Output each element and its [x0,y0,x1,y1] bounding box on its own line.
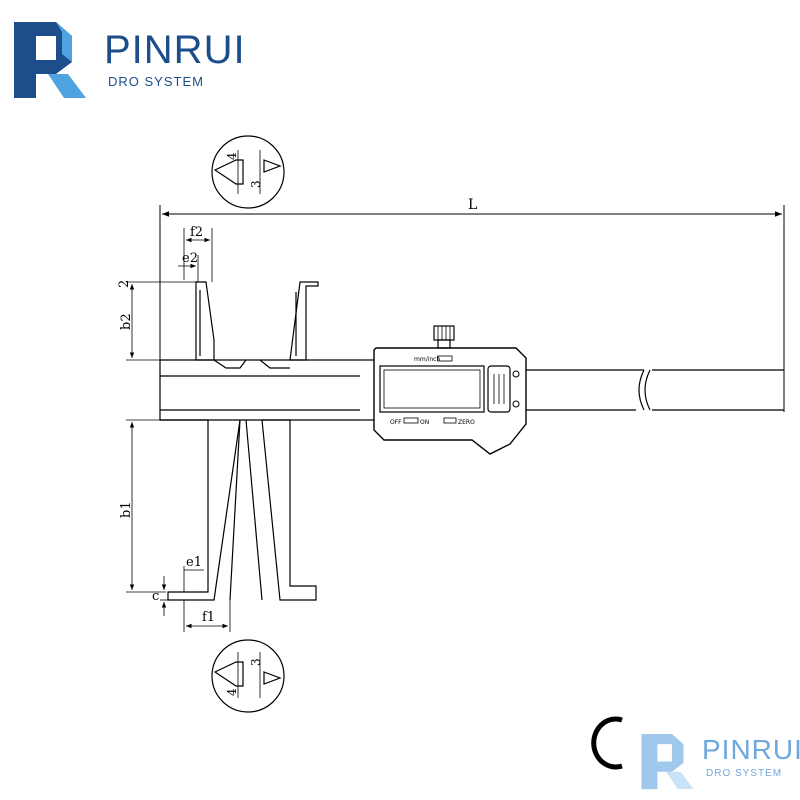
on-label: ON [420,419,429,426]
watermark-brand-name: PINRUI [702,734,800,765]
dimension-L: L [159,197,785,420]
lcd-screen [379,365,485,413]
detail-top-3-label: 3 [249,180,263,188]
digital-readout-head: mm/inch OFF ON ZERO [360,325,527,455]
zero-button[interactable] [443,417,457,424]
dimension-b1-label: b1 [119,501,134,518]
detail-top-4-label: 4 [225,152,239,160]
lower-jaws [160,419,317,601]
dimension-e2: e2 [178,251,199,282]
detail-circle-bottom: 3 4 [211,639,285,713]
off-label: OFF [390,419,402,426]
brand-logo: PINRUI DRO SYSTEM [12,14,245,99]
dimension-e1-label: e1 [186,555,202,570]
dimension-L-label: L [468,197,477,213]
caliper-beam [159,359,784,421]
brand-name: PINRUI [104,28,246,72]
dimension-c: c [152,576,168,616]
watermark-brand-subtitle: DRO SYSTEM [706,768,783,779]
dimension-b2-label: b2 [119,313,134,330]
watermark-logo: PINRUI DRO SYSTEM [640,728,800,790]
brand-subtitle: DRO SYSTEM [108,74,204,89]
dimension-b2: b2 [119,284,196,361]
upper-jaws [195,281,319,361]
watermark-logo-mark-icon [641,733,694,790]
dimension-e1: e1 [183,555,204,592]
dimension-f2-label: f2 [190,225,203,240]
dimension-f1: f1 [183,600,231,632]
dimension-f1-label: f1 [202,610,215,625]
dimension-b1: b1 [119,419,166,593]
thumb-knob-icon [433,325,455,349]
detail-bottom-3-label: 3 [249,658,263,666]
power-button[interactable] [403,417,419,424]
ce-mark [591,716,623,770]
dimension-2-label: 2 [117,280,132,288]
dimension-f2: f2 [183,225,213,282]
dimension-c-label: c [152,589,159,604]
logo-mark-icon [14,22,86,98]
dimension-e2-label: e2 [182,251,198,266]
zero-label: ZERO [458,419,475,426]
dimension-2: 2 [117,280,196,288]
unit-switch-label: mm/inch [414,356,440,363]
unit-switch-button[interactable] [437,355,453,362]
detail-bottom-4-label: 4 [225,688,239,696]
battery-cover [487,365,520,413]
detail-circle-top: 4 3 [211,135,285,209]
